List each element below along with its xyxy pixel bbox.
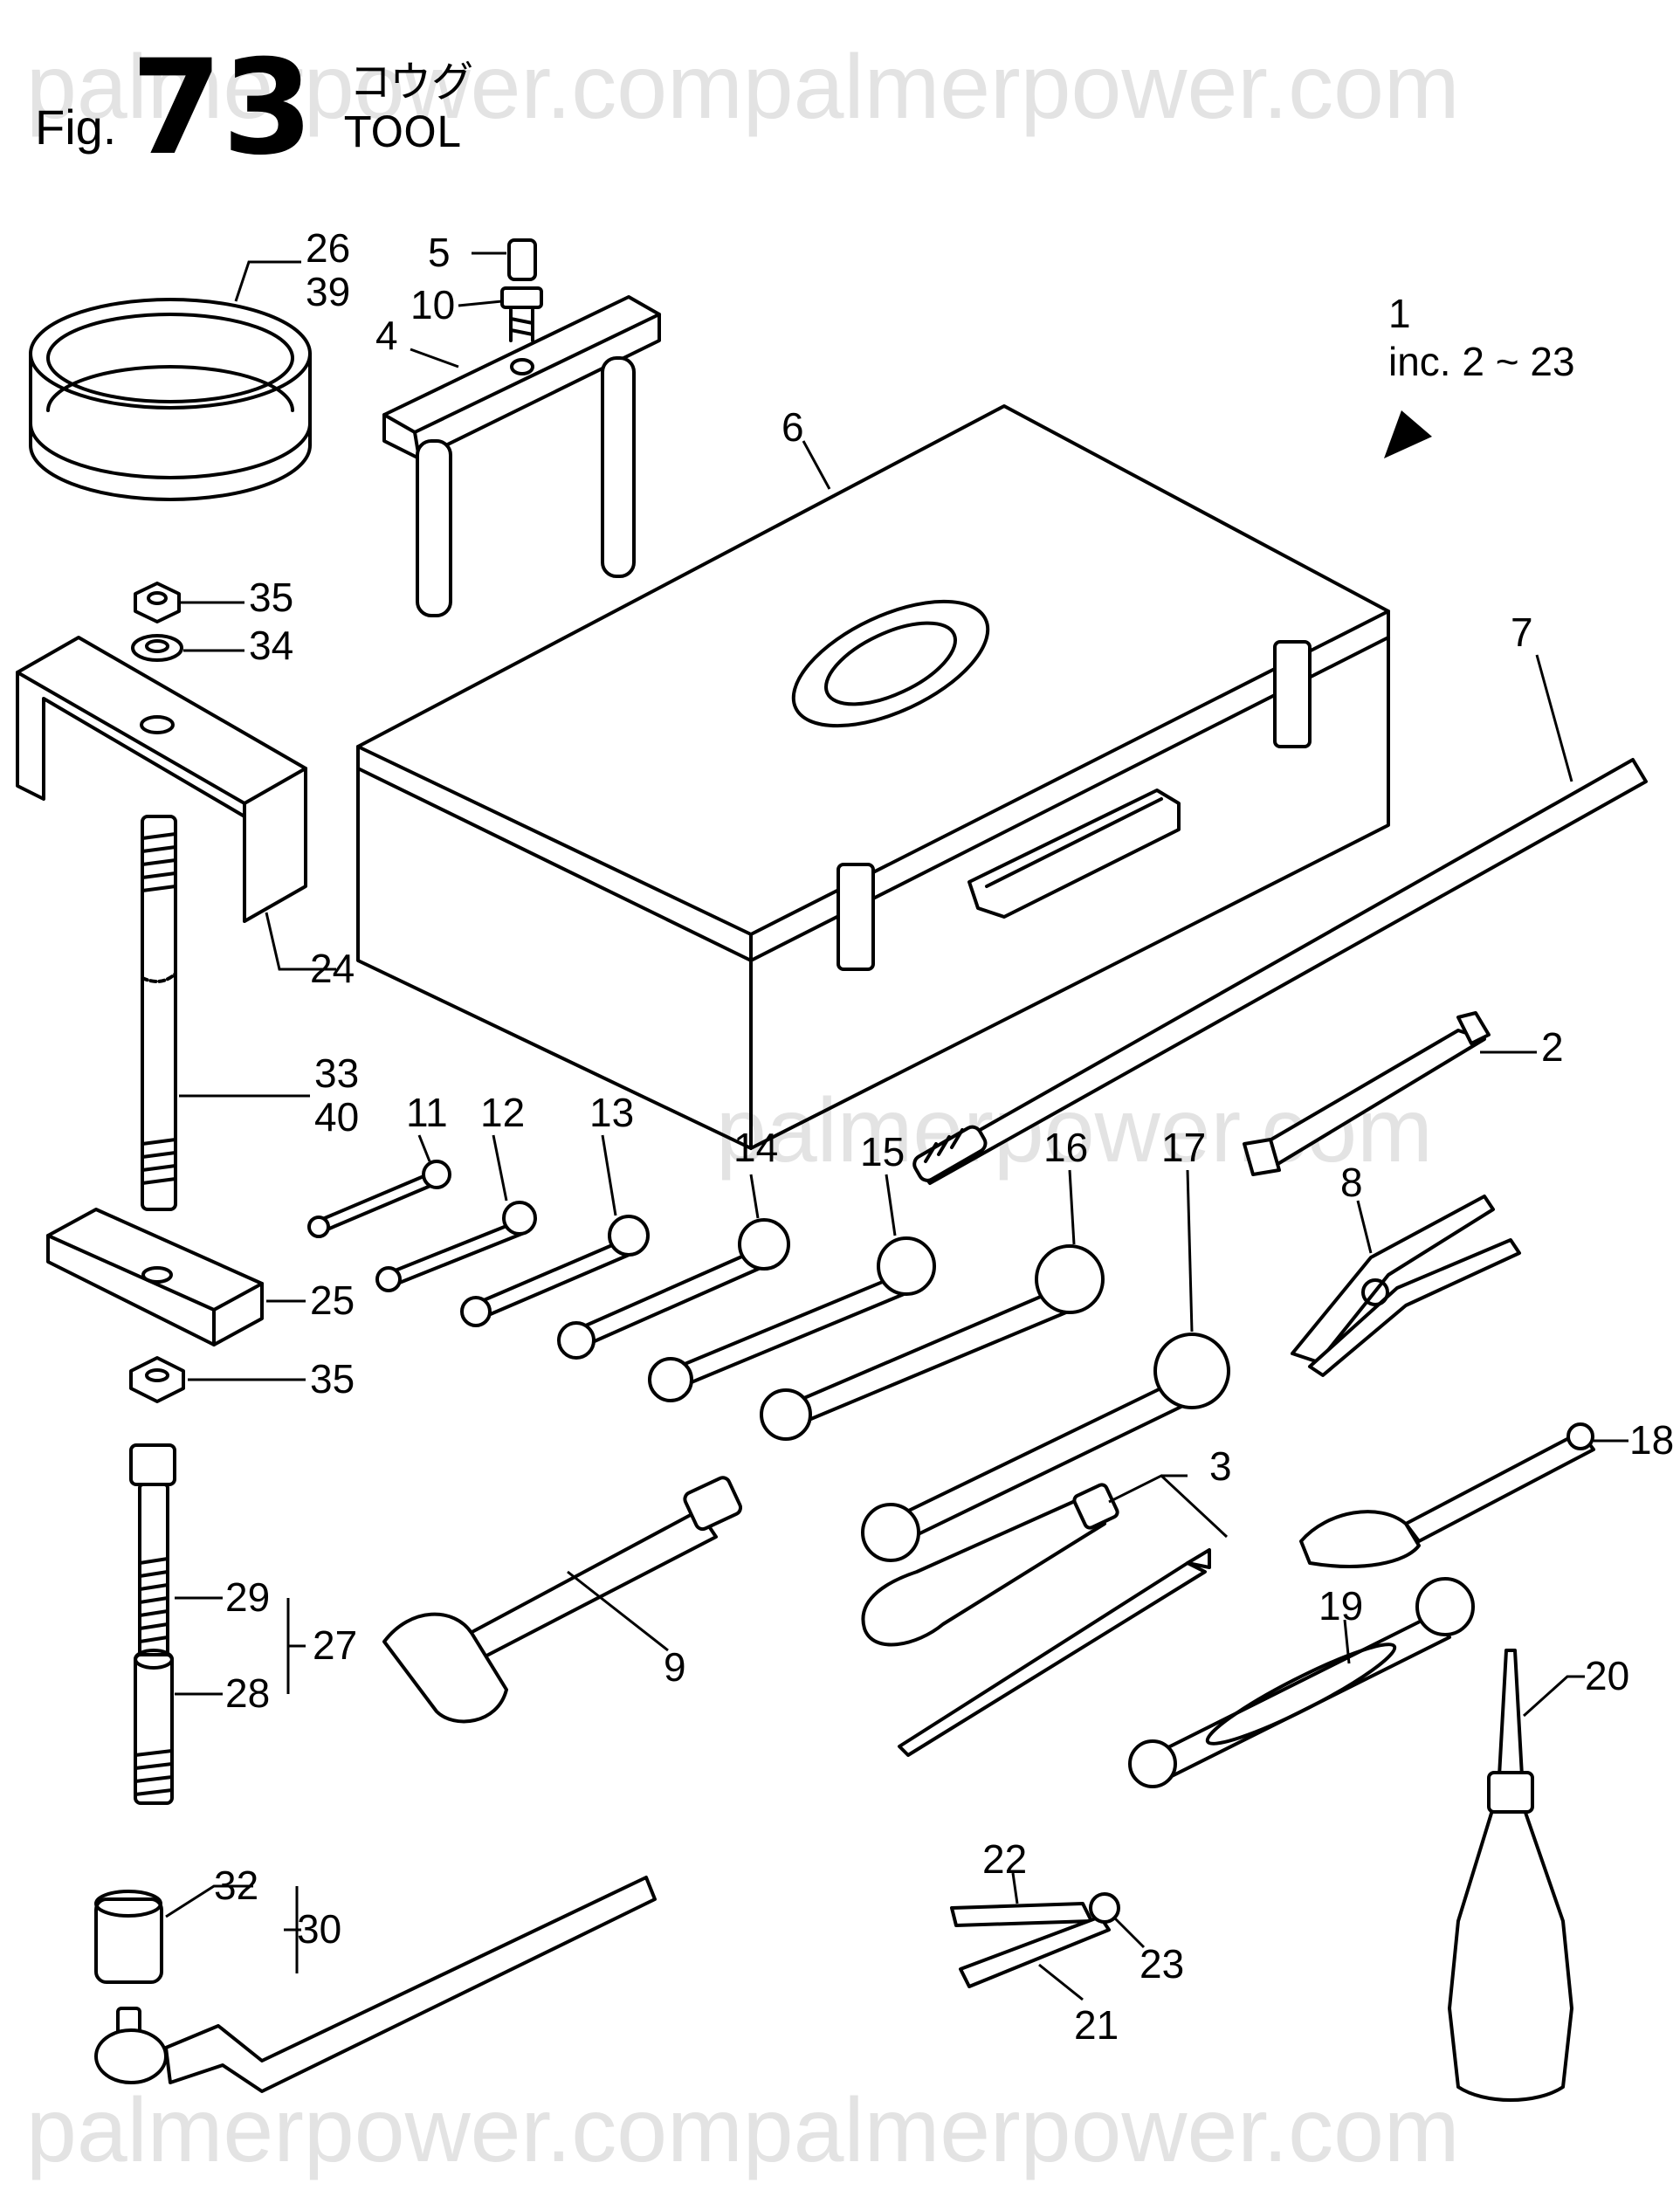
wrench-17	[861, 1333, 1230, 1562]
puller-bolt	[129, 1443, 176, 1661]
label-14: 14	[733, 1125, 778, 1170]
label-6: 6	[781, 404, 804, 450]
label-11: 11	[406, 1090, 448, 1135]
hex-nut-bottom	[129, 1356, 185, 1403]
note-number: 1	[1388, 291, 1411, 336]
label-40: 40	[314, 1094, 359, 1140]
puller-block	[46, 1208, 264, 1346]
label-23: 23	[1140, 1941, 1184, 1987]
wrench-13	[460, 1215, 650, 1327]
label-10: 10	[410, 282, 455, 327]
adjustable-wrench	[1299, 1422, 1595, 1568]
label-30: 30	[297, 1906, 341, 1952]
box-socket-wrench	[94, 1876, 657, 2093]
hex-nut-top	[134, 582, 181, 623]
label-27: 27	[313, 1622, 357, 1668]
fig-number: 73	[131, 32, 313, 184]
gear-puller	[382, 238, 661, 617]
tommy-bar	[950, 1892, 1120, 1988]
extension-bar	[912, 758, 1648, 1185]
note-text: inc. 2 ~ 23	[1388, 339, 1575, 384]
pin-spanner	[1243, 1011, 1491, 1176]
label-21: 21	[1074, 2002, 1119, 2048]
fig-prefix: Fig.	[35, 100, 116, 155]
washer-top	[131, 634, 183, 662]
label-29: 29	[225, 1574, 270, 1620]
label-7: 7	[1511, 609, 1533, 655]
label-24: 24	[310, 946, 355, 991]
label-32: 32	[214, 1863, 258, 1908]
label-4: 4	[375, 313, 398, 358]
puller-bracket	[16, 636, 307, 923]
label-17: 17	[1161, 1125, 1206, 1170]
label-39: 39	[306, 269, 350, 314]
threaded-rod	[141, 815, 177, 1211]
label-26: 26	[306, 225, 350, 271]
title-english: TOOL	[344, 108, 460, 157]
label-20: 20	[1585, 1653, 1629, 1698]
label-28: 28	[225, 1670, 270, 1716]
wrench-14	[557, 1218, 790, 1360]
label-2: 2	[1541, 1024, 1564, 1070]
wrench-16	[760, 1244, 1105, 1441]
ring-sleeve	[29, 298, 312, 501]
label-3: 3	[1209, 1443, 1232, 1489]
label-18: 18	[1629, 1417, 1674, 1463]
wrench-12	[375, 1201, 537, 1292]
wrench-15	[648, 1236, 936, 1402]
wrench-11	[307, 1160, 451, 1238]
watermark-bottom: palmerpower.compalmerpower.com	[26, 2080, 1460, 2181]
box-wrench	[1128, 1577, 1475, 1788]
pliers	[1291, 1195, 1521, 1377]
watermark-top: palmerpower.compalmerpower.com	[26, 37, 1460, 138]
label-5: 5	[428, 230, 451, 275]
label-13: 13	[589, 1090, 634, 1135]
label-16: 16	[1043, 1125, 1088, 1170]
oil-can	[1448, 1649, 1573, 2102]
label-33: 33	[314, 1050, 359, 1096]
label-35-top: 35	[249, 575, 293, 620]
label-9: 9	[664, 1644, 686, 1690]
label-22: 22	[982, 1836, 1027, 1882]
label-15: 15	[860, 1129, 905, 1174]
label-12: 12	[480, 1090, 525, 1135]
label-8: 8	[1340, 1160, 1363, 1205]
hammer	[382, 1476, 743, 1724]
arrow-icon	[1384, 410, 1432, 458]
tool-box	[356, 404, 1390, 1150]
label-19: 19	[1319, 1583, 1363, 1629]
label-34: 34	[249, 623, 293, 668]
title-japanese: コウグ	[349, 58, 473, 107]
label-35-bottom: 35	[310, 1356, 355, 1401]
screwdriver	[861, 1483, 1211, 1757]
puller-sleeve	[134, 1649, 174, 1805]
label-25: 25	[310, 1278, 355, 1323]
